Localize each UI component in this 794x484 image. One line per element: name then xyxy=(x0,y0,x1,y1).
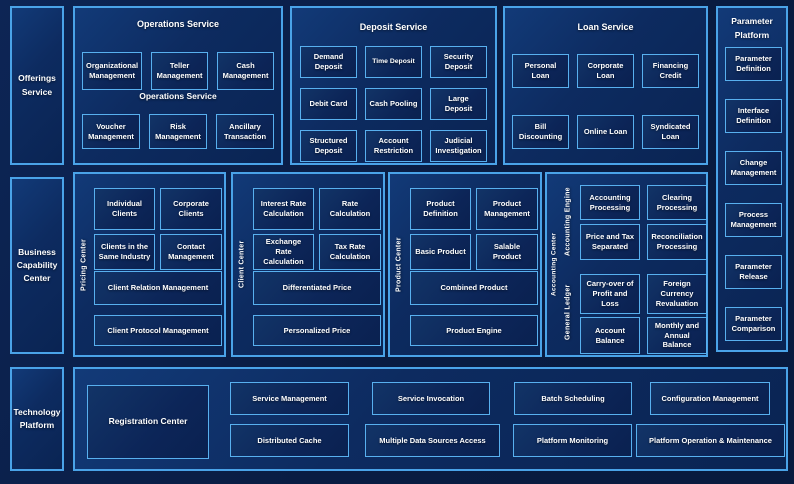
box-product-engine: Product Engine xyxy=(410,315,538,346)
box-configuration-management: Configuration Management xyxy=(650,382,770,415)
box-personal-loan: Personal Loan xyxy=(512,54,569,88)
box-monthly-and-annual-balance: Monthly and Annual Balance xyxy=(647,317,707,354)
box-account-balance: Account Balance xyxy=(580,317,640,354)
sidebar-technology-platform: Technology Platform xyxy=(10,367,64,471)
loan-service-panel: Loan Service Personal Loan Corporate Loa… xyxy=(503,6,708,165)
box-interest-rate-calculation: Interest Rate Calculation xyxy=(253,188,314,230)
parameter-platform-panel: Parameter Platform Parameter Definition … xyxy=(716,6,788,352)
sidebar-technology-label: Technology Platform xyxy=(13,406,61,430)
box-structured-deposit: Structured Deposit xyxy=(300,130,357,162)
box-demand-deposit: Demand Deposit xyxy=(300,46,357,78)
box-clients-in-the-same-industry: Clients in the Same Industry xyxy=(94,234,155,270)
box-product-management: Product Management xyxy=(476,188,538,230)
box-tax-rate-calculation: Tax Rate Calculation xyxy=(319,234,381,270)
box-cash-management: Cash Management xyxy=(217,52,274,90)
box-parameter-release: Parameter Release xyxy=(725,255,782,289)
accounting-center-label: Accounting Center xyxy=(550,232,558,297)
box-platform-operation-maintenance: Platform Operation & Maintenance xyxy=(636,424,785,457)
box-differentiated-price: Differentiated Price xyxy=(253,271,381,305)
box-registration-center: Registration Center xyxy=(87,385,209,459)
box-parameter-comparison: Parameter Comparison xyxy=(725,307,782,341)
box-process-management: Process Management xyxy=(725,203,782,237)
operations-service-subtitle: Operations Service xyxy=(139,91,217,101)
box-change-management: Change Management xyxy=(725,151,782,185)
box-foreign-currency-revaluation: Foreign Currency Revaluation xyxy=(647,274,707,314)
box-combined-product: Combined Product xyxy=(410,271,538,305)
accounting-engine-label: Accounting Engine xyxy=(564,187,572,257)
box-bill-discounting: Bill Discounting xyxy=(512,115,569,149)
box-debit-card: Debit Card xyxy=(300,88,357,120)
product-center-label: Product Center xyxy=(395,237,403,292)
box-rate-calculation: Rate Calculation xyxy=(319,188,381,230)
box-time-deposit: Time Deposit xyxy=(365,46,422,78)
box-reconciliation-processing: Reconciliation Processing xyxy=(647,224,707,260)
box-syndicated-loan: Syndicated Loan xyxy=(642,115,699,149)
box-corporate-loan: Corporate Loan xyxy=(577,54,634,88)
box-individual-clients: Individual Clients xyxy=(94,188,155,230)
box-batch-scheduling: Batch Scheduling xyxy=(514,382,632,415)
box-salable-product: Salable Product xyxy=(476,234,538,270)
box-product-definition: Product Definition xyxy=(410,188,471,230)
parameter-platform-title: Parameter Platform xyxy=(731,16,773,40)
box-ancillary-transaction: Ancillary Transaction xyxy=(216,114,274,149)
deposit-service-title: Deposit Service xyxy=(359,22,428,32)
box-online-loan: Online Loan xyxy=(577,115,634,149)
operations-service-title: Operations Service xyxy=(136,19,220,29)
operations-service-panel: Operations Service Organizational Manage… xyxy=(73,6,283,165)
box-service-management: Service Management xyxy=(230,382,349,415)
box-distributed-cache: Distributed Cache xyxy=(230,424,349,457)
box-organizational-management: Organizational Management xyxy=(82,52,143,90)
box-exchange-rate-calculation: Exchange Rate Calculation xyxy=(253,234,314,270)
box-service-invocation: Service Invocation xyxy=(372,382,490,415)
box-client-protocol-management: Client Protocol Management xyxy=(94,315,222,346)
box-security-deposit: Security Deposit xyxy=(430,46,487,78)
box-corporate-clients: Corporate Clients xyxy=(160,188,222,230)
box-large-deposit: Large Deposit xyxy=(430,88,487,120)
box-multiple-data-sources-access: Multiple Data Sources Access xyxy=(365,424,500,457)
sidebar-business-capability-center: Business Capability Center xyxy=(10,177,64,354)
deposit-service-panel: Deposit Service Demand Deposit Time Depo… xyxy=(290,6,497,165)
box-risk-management: Risk Management xyxy=(149,114,207,149)
sidebar-business-label: Business Capability Center xyxy=(16,246,58,284)
box-accounting-processing: Accounting Processing xyxy=(580,185,640,220)
box-account-restriction: Account Restriction xyxy=(365,130,422,162)
box-carry-over-of-profit-and-loss: Carry-over of Profit and Loss xyxy=(580,274,640,314)
sidebar-offerings-service: Offerings Service xyxy=(10,6,64,165)
box-price-and-tax-separated: Price and Tax Separated xyxy=(580,224,640,260)
box-cash-pooling: Cash Pooling xyxy=(365,88,422,120)
client-center-panel: Client Center Interest Rate Calculation … xyxy=(231,172,385,357)
box-teller-management: Teller Management xyxy=(151,52,209,90)
box-platform-monitoring: Platform Monitoring xyxy=(513,424,632,457)
box-personalized-price: Personalized Price xyxy=(253,315,381,346)
product-center-panel: Product Center Product Definition Produc… xyxy=(388,172,542,357)
box-basic-product: Basic Product xyxy=(410,234,471,270)
box-parameter-definition: Parameter Definition xyxy=(725,47,782,81)
box-client-relation-management: Client Relation Management xyxy=(94,271,222,305)
loan-service-title: Loan Service xyxy=(577,22,634,32)
pricing-center-label: Pricing Center xyxy=(80,238,88,291)
box-contact-management: Contact Management xyxy=(160,234,222,270)
box-clearing-processing: Clearing Processing xyxy=(647,185,707,220)
box-voucher-management: Voucher Management xyxy=(82,114,140,149)
sidebar-offerings-label: Offerings Service xyxy=(18,73,56,97)
technology-platform-panel: Registration Center Service Management S… xyxy=(73,367,788,471)
general-ledger-label: General Ledger xyxy=(564,284,572,340)
box-judicial-investigation: Judicial Investigation xyxy=(430,130,487,162)
client-center-label: Client Center xyxy=(238,240,246,289)
box-interface-definition: Interface Definition xyxy=(725,99,782,133)
accounting-center-panel: Accounting Center Accounting Engine Acco… xyxy=(545,172,708,357)
pricing-center-panel: Pricing Center Individual Clients Corpor… xyxy=(73,172,226,357)
box-financing-credit: Financing Credit xyxy=(642,54,699,88)
